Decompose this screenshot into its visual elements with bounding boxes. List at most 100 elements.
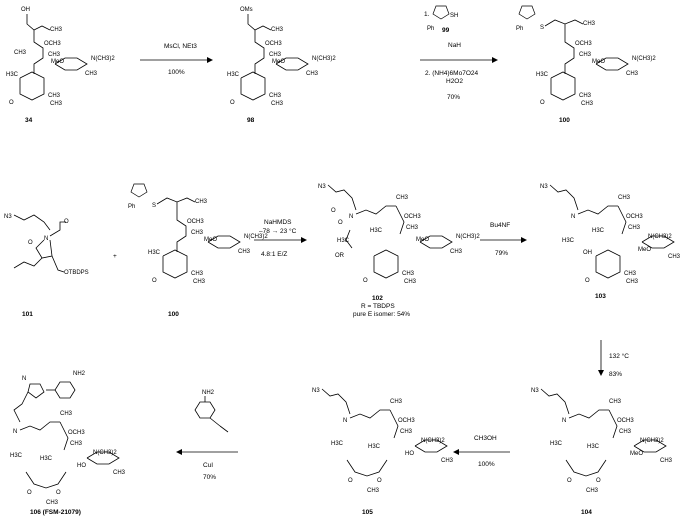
methyl-label: H3C (227, 72, 240, 78)
azide-label: N3 (312, 388, 320, 394)
methyl-label: H3C (550, 441, 563, 447)
methyl-label: CH3 (50, 101, 63, 107)
compound-100-structure: Ph S CH3 OCH3 CH3 N(CH3)2 MeO CH3 H3C O … (516, 5, 656, 124)
dimethylamino-label: N(CH3)2 (421, 438, 445, 444)
oms-label: OMs (240, 7, 253, 13)
oxygen-label: O (596, 478, 601, 484)
r-definition: R = TBDPS (361, 303, 395, 310)
triazole-label: N (22, 376, 26, 382)
compound-101-structure: N3 N O O OTBDPS 101 (4, 214, 89, 318)
oh-label: OH (21, 7, 30, 13)
compound-104-structure: N3 N CH3 OCH3 CH3 H3C H3C N(CH3)2 MeO CH… (531, 388, 673, 516)
methyl-label: H3C (368, 444, 381, 450)
compound-103-structure: N3 N CH3 OCH3 CH3 H3C H3C OH N(CH3)2 MeO… (540, 184, 681, 300)
methoxy-label: OCH3 (617, 418, 634, 424)
methyl-label: H3C (331, 441, 344, 447)
methoxy-label: OCH3 (398, 418, 415, 424)
compound-label-98: 98 (247, 117, 255, 124)
methyl-label: CH3 (441, 458, 454, 464)
methoxy-label: MeO (272, 59, 285, 65)
methyl-label: CH3 (390, 399, 403, 405)
reagent-cui: CuI (203, 462, 213, 469)
reagent-molybdate: 2. (NH4)6Mo7O24 (425, 70, 478, 77)
methyl-label: H3C (10, 453, 23, 459)
methyl-label: CH3 (271, 27, 284, 33)
thiol-label: SH (450, 13, 458, 19)
methyl-label: CH3 (396, 195, 409, 201)
amine-label: NH2 (73, 371, 86, 377)
methyl-label: CH3 (269, 93, 282, 99)
or-label: OR (335, 253, 345, 259)
methoxy-label: MeO (638, 247, 651, 253)
compound-label-99: 99 (442, 27, 450, 34)
methyl-label: CH3 (404, 279, 417, 285)
reaction-arrow-2: 1. SH Ph 99 NaH 2. (NH4)6Mo7O24 H2O2 70% (420, 5, 498, 101)
methoxy-label: MeO (51, 59, 64, 65)
methyl-label: CH3 (271, 101, 284, 107)
reagent-nah: NaH (448, 42, 461, 49)
sulfonyl-label: S (152, 203, 156, 209)
nitrogen-label: N (44, 236, 48, 242)
yield-6: 100% (478, 461, 495, 468)
dimethylamino-label: N(CH3)2 (640, 438, 664, 444)
methyl-label: CH3 (191, 271, 204, 277)
compound-105-structure: N3 N CH3 OCH3 CH3 H3C H3C N(CH3)2 HO CH3… (312, 388, 454, 516)
compound-label-100-top: 100 (559, 117, 570, 124)
compound-label-101: 101 (22, 311, 33, 318)
reaction-arrow-1: MsCl, NEt3 100% (140, 43, 213, 76)
amine-label: NH2 (202, 390, 215, 396)
methyl-label: CH3 (618, 195, 631, 201)
temperature-range: –78 → 23 °C (259, 227, 297, 235)
otbdps-label: OTBDPS (64, 270, 89, 276)
dimethylamino-label: N(CH3)2 (312, 56, 336, 62)
methyl-label: CH3 (195, 199, 208, 205)
phenyl-label: Ph (427, 26, 434, 32)
methyl-label: CH3 (626, 71, 639, 77)
oxygen-label: O (27, 490, 32, 496)
methyl-label: H3C (536, 72, 549, 78)
methyl-label: CH3 (50, 27, 63, 33)
methoxy-label: MeO (630, 451, 643, 457)
azide-label: N3 (531, 388, 539, 394)
methyl-label: CH3 (60, 411, 73, 417)
oxygen-label: O (28, 240, 33, 246)
phenyl-label: Ph (516, 26, 523, 32)
methyl-label: CH3 (14, 50, 27, 56)
methyl-label: H3C (562, 238, 575, 244)
methoxy-label: OCH3 (265, 41, 282, 47)
methyl-label: CH3 (70, 441, 83, 447)
compound-label-34: 34 (25, 117, 33, 124)
compound-102-structure: N3 N CH3 OCH3 CH3 H3C O O H3C OR N(CH3)2… (318, 184, 480, 318)
compound-label-103: 103 (595, 293, 606, 300)
methyl-label: CH3 (450, 249, 463, 255)
nitrogen-label: N (562, 418, 566, 424)
methoxy-label: OCH3 (626, 214, 643, 220)
hydroxyl-label: OH (583, 250, 592, 256)
compound-label-102: 102 (372, 295, 383, 302)
methyl-label: CH3 (579, 52, 592, 58)
methyl-label: CH3 (583, 21, 596, 27)
compound-106-structure: NH2 N N CH3 OCH3 CH3 H3C H3C N(CH3)2 HO … (10, 371, 126, 516)
methyl-label: CH3 (46, 500, 59, 506)
ez-ratio: 4.8:1 E/Z (261, 251, 287, 258)
oxygen-label: O (377, 478, 382, 484)
methyl-label: H3C (370, 228, 383, 234)
reaction-arrow-3: NaHMDS –78 → 23 °C 4.8:1 E/Z (254, 219, 307, 258)
hydroxyl-label: HO (77, 463, 86, 469)
dimethylamino-label: N(CH3)2 (244, 234, 268, 240)
yield-1: 100% (168, 69, 185, 76)
nitrogen-label: N (349, 214, 353, 220)
methyl-label: CH3 (579, 93, 592, 99)
oxygen-label: O (230, 100, 235, 106)
nitrogen-label: N (571, 214, 575, 220)
reagent-methanol: CH3OH (474, 435, 497, 442)
oxygen-label: O (331, 208, 336, 214)
yield-7: 70% (203, 474, 216, 481)
methoxy-label: OCH3 (187, 219, 204, 225)
methyl-label: CH3 (619, 429, 632, 435)
methyl-label: CH3 (113, 470, 126, 476)
methoxy-label: OCH3 (575, 41, 592, 47)
oxygen-label: O (540, 100, 545, 106)
methyl-label: CH3 (306, 71, 319, 77)
yield-2: 70% (447, 94, 460, 101)
